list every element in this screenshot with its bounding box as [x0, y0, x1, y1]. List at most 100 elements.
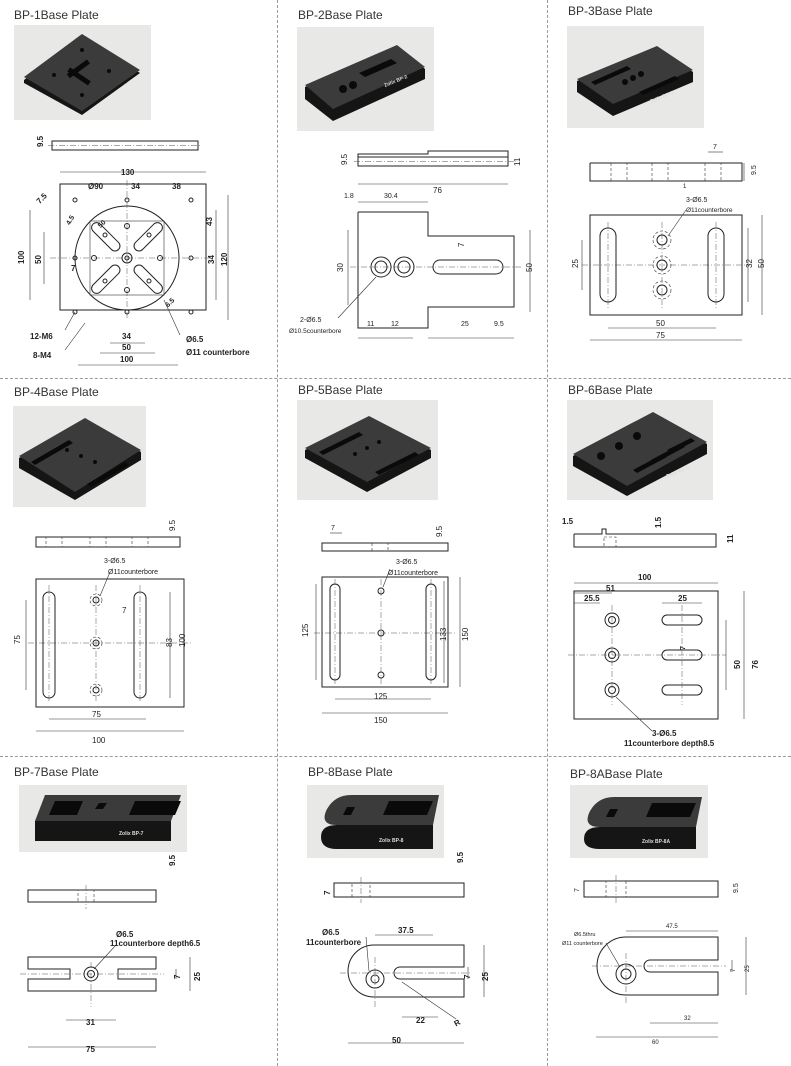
plate-title: BP-8Base Plate: [308, 765, 393, 779]
dim-label: 7: [463, 974, 472, 979]
row-divider: [0, 378, 791, 379]
plate-photo-image: Zolix BP-7: [35, 795, 181, 841]
dim-label: 30: [336, 263, 345, 272]
dim-label: 9.5: [494, 321, 504, 328]
plate-photo: Zolix BP-8: [307, 785, 444, 858]
dim-label: 133: [439, 627, 448, 641]
plate-photo-image: Zolix BP-3: [577, 46, 693, 116]
dim-label: 7: [713, 144, 717, 151]
dim-label: 50: [525, 263, 534, 272]
dim-label: Ø11counterbore: [108, 569, 158, 576]
dim-label: 50: [733, 660, 742, 669]
dim-label: Ø6.5thru: [574, 932, 595, 938]
dim-label: 1.8: [344, 193, 354, 200]
dim-label: 9.5: [340, 153, 349, 165]
dim-label: 25: [193, 972, 202, 981]
plate-title: BP-2Base Plate: [298, 8, 383, 22]
plate-photo-image: [24, 34, 140, 115]
dim-label: 3-Ø6.5: [104, 558, 126, 565]
dim-label: 11counterbore depth8.5: [624, 739, 715, 748]
dim-label: 50: [656, 319, 665, 328]
dim-label: 9.5: [168, 854, 177, 866]
dim-label: 9.5: [168, 519, 177, 531]
dim-label: 31: [86, 1018, 95, 1027]
column-divider: [277, 0, 278, 1066]
dim-label: 7: [680, 646, 687, 650]
dim-label: 3-Ø6.5: [652, 729, 677, 738]
dim-label: 76: [433, 186, 442, 195]
dim-label: 11: [367, 321, 374, 328]
dim-label: Ø11counterbore: [388, 570, 438, 577]
brand-logo: Zolix BP-8A: [642, 839, 670, 845]
dim-label: 32: [745, 259, 754, 268]
plate-photo: [13, 406, 146, 507]
dim-label: 30.4: [384, 193, 398, 200]
brand-logo: Zolix BP-8: [379, 838, 404, 844]
technical-drawing: 7 9.5 3-Ø6.5 Ø11counterbore 125 133 150 …: [301, 525, 470, 725]
dim-label: 125: [374, 692, 388, 701]
dim-label: 51: [606, 584, 615, 593]
dim-label: 75: [13, 635, 22, 644]
plate-photo-image: [19, 418, 141, 500]
brand-logo: Zolix BP-7: [119, 831, 144, 837]
technical-drawing: 7 9.5 Ø6.5thru Ø11 counterbore 47.5 7 25…: [562, 875, 751, 1046]
technical-drawing: 9.5 3-Ø6.5 Ø11counterbore 7 75 83 100 75…: [13, 519, 192, 745]
dim-label: 50: [97, 219, 108, 230]
dim-label: 50: [122, 343, 131, 352]
dim-label: 25: [678, 594, 687, 603]
dim-label: 100: [120, 355, 134, 364]
plate-title: BP-6Base Plate: [568, 383, 653, 397]
plate-photo: [297, 400, 438, 500]
plate-title: BP-1Base Plate: [14, 8, 99, 22]
plate-photo-image: Zolix BP-8: [321, 795, 439, 849]
dim-label: 47.5: [666, 924, 678, 930]
plate-photo-image: Zolix BP-8A: [584, 797, 702, 849]
dim-label: 7: [71, 264, 76, 273]
dim-label: 130: [121, 168, 135, 177]
dim-label: 50: [392, 1036, 401, 1045]
plate-title: BP-7Base Plate: [14, 765, 99, 779]
dim-label: 50: [757, 259, 766, 268]
plate-card-bp5: BP-5Base Plate 7 9.5 3-Ø6.5 Ø1: [278, 379, 547, 756]
plate-photo: Zolix BP-6: [567, 400, 713, 500]
dim-label: 6.5: [164, 297, 176, 309]
dim-label: 150: [374, 716, 388, 725]
dim-label: 7.5: [35, 191, 50, 206]
dim-label: 11: [726, 534, 735, 543]
technical-drawing: 1.5 1.5 11 100 51 25.5 25 7 50 76 3-Ø6.5…: [562, 516, 760, 748]
dim-label: 3-Ø6.5: [396, 559, 418, 566]
dim-label: 2-Ø6.5: [300, 317, 322, 324]
plate-card-bp4: BP-4Base Plate 9.5 3-Ø6.5 Ø11: [0, 379, 277, 756]
dim-label: 1.5: [562, 517, 574, 526]
dim-label: 32: [684, 1016, 691, 1022]
plate-title: BP-4Base Plate: [14, 385, 99, 399]
dim-label: 7: [323, 890, 332, 895]
dim-label: Ø90: [88, 182, 104, 191]
dim-label: 9.5: [751, 165, 758, 175]
dim-label: 25: [461, 321, 469, 328]
plate-photo-image: [305, 416, 431, 492]
dim-label: 9.5: [435, 525, 444, 537]
dim-label: 34: [131, 182, 140, 191]
dim-label: 8-M4: [33, 351, 52, 360]
dim-label: 150: [461, 627, 470, 641]
technical-drawing: 9.5 7 Ø6.5 11counterbore 37.5 7 25 22 R …: [306, 851, 490, 1045]
dim-label: 11: [513, 157, 522, 166]
plate-photo-image: Zolix BP-2: [305, 45, 425, 121]
dim-label: 100: [17, 250, 26, 264]
plate-title: BP-5Base Plate: [298, 383, 383, 397]
dim-label: 75: [86, 1045, 95, 1054]
plate-photo-image: Zolix BP-6: [573, 412, 707, 496]
dim-label: Ø6.5: [116, 930, 134, 939]
dim-label: 43: [205, 217, 214, 226]
dim-label: 34: [207, 255, 216, 264]
dim-label: 25: [481, 972, 490, 981]
plate-card-bp8a: BP-8ABase Plate Zolix BP-8A 7 9.5 Ø6.5th…: [548, 757, 791, 1066]
dim-label: 7: [173, 974, 182, 979]
dim-label: Ø11 counterbore: [562, 941, 603, 947]
dim-label: 11counterbore: [306, 938, 362, 947]
dim-label: 7: [574, 888, 581, 892]
dim-label: 50: [34, 255, 43, 264]
dim-label: 12: [391, 321, 399, 328]
plate-card-bp6: BP-6Base Plate Zolix BP-6 1.5 1.5 11: [548, 379, 791, 756]
